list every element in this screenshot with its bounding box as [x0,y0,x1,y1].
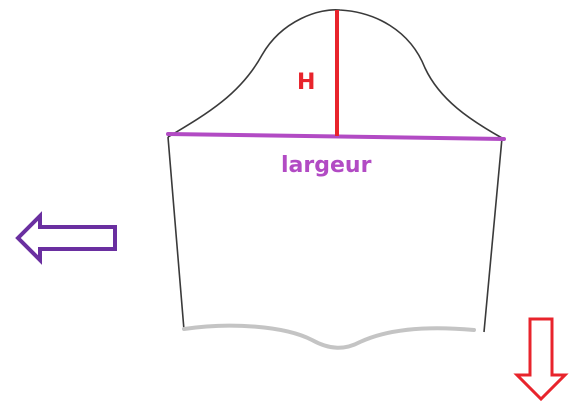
down-arrow-icon [513,317,569,402]
sleeve-cap-outline [167,9,503,139]
right-side-seam [483,137,503,333]
height-label: H [297,70,315,95]
width-label: largeur [281,153,372,178]
hem-line [182,323,476,350]
left-arrow-icon [15,211,117,265]
width-line [166,132,506,141]
left-side-seam [167,136,185,331]
